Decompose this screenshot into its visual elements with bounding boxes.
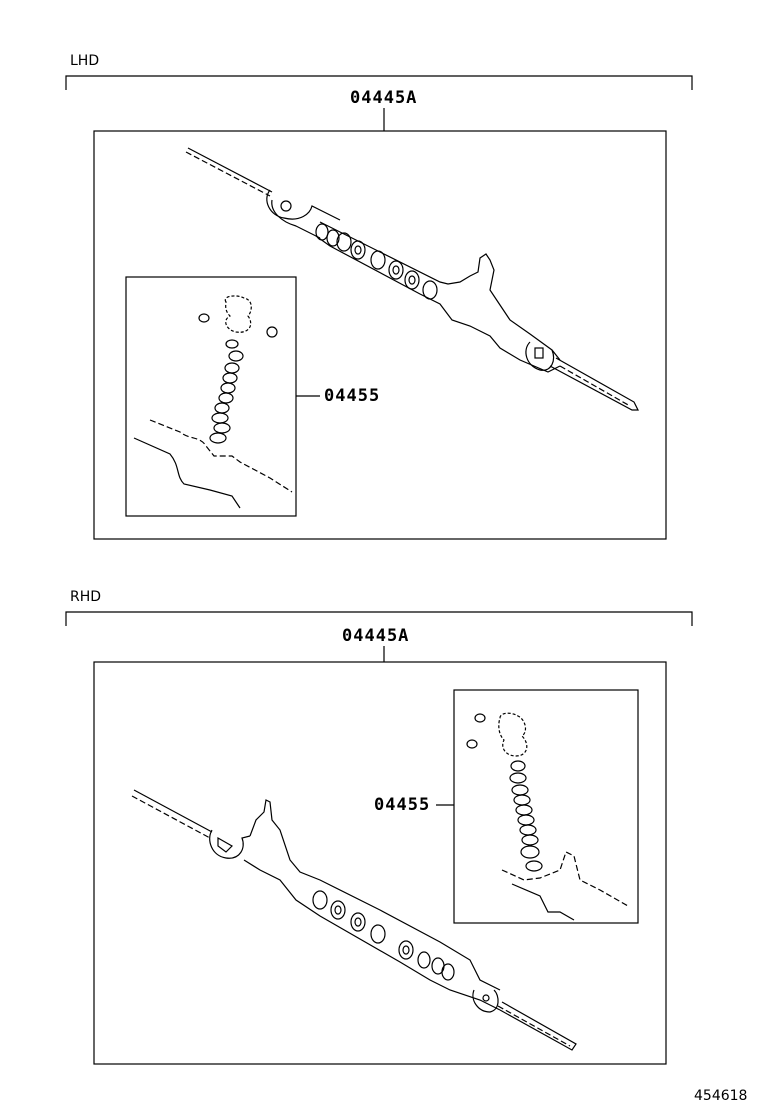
detail-part-number-lhd: 04455 [324, 386, 381, 406]
rhd-kit-frame [93, 661, 667, 1065]
lhd-bracket [65, 75, 693, 131]
seal-kit-icon [133, 295, 293, 509]
rhd-detail-frame [453, 689, 639, 924]
lhd-detail-frame [125, 276, 297, 517]
seal-kit-icon [466, 712, 629, 921]
region-label-rhd: RHD [70, 589, 102, 605]
steering-rack-icon [185, 147, 639, 411]
diagram-number: 454618 [694, 1088, 748, 1104]
region-label-lhd: LHD [70, 53, 100, 69]
lhd-kit-frame [93, 130, 667, 540]
detail-part-number-rhd: 04455 [374, 795, 431, 815]
rhd-bracket [65, 611, 693, 662]
steering-rack-icon [131, 789, 577, 1051]
kit-part-number-rhd: 04445A [342, 626, 410, 646]
kit-part-number-lhd: 04445A [350, 88, 418, 108]
